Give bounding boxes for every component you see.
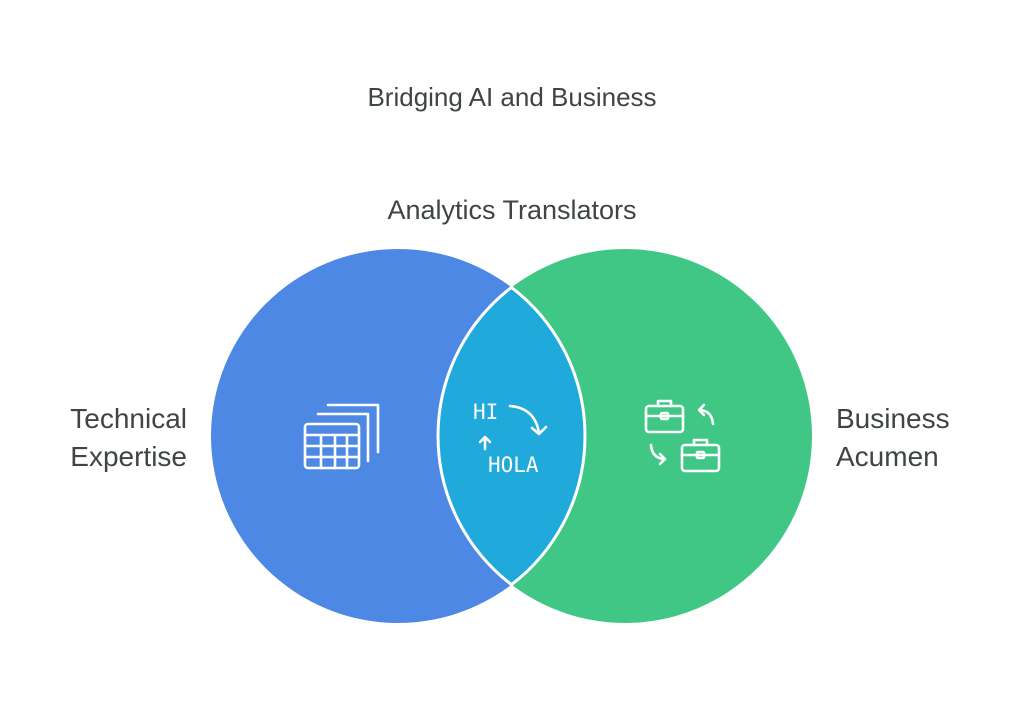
translate-word-hola: HOLA <box>488 453 539 477</box>
translate-icon: HI HOLA <box>473 400 548 477</box>
overlap-label: Analytics Translators <box>387 195 636 225</box>
right-label-line2: Acumen <box>836 441 939 472</box>
briefcase-exchange-icon <box>644 399 721 473</box>
translate-word-hi: HI <box>473 400 498 424</box>
diagram-title: Bridging AI and Business <box>367 82 656 112</box>
right-label-line1: Business <box>836 403 950 434</box>
left-label-line1: Technical <box>70 403 187 434</box>
left-label-line2: Expertise <box>70 441 187 472</box>
overlap-region <box>436 285 587 587</box>
spreadsheet-stack-icon <box>303 403 380 470</box>
